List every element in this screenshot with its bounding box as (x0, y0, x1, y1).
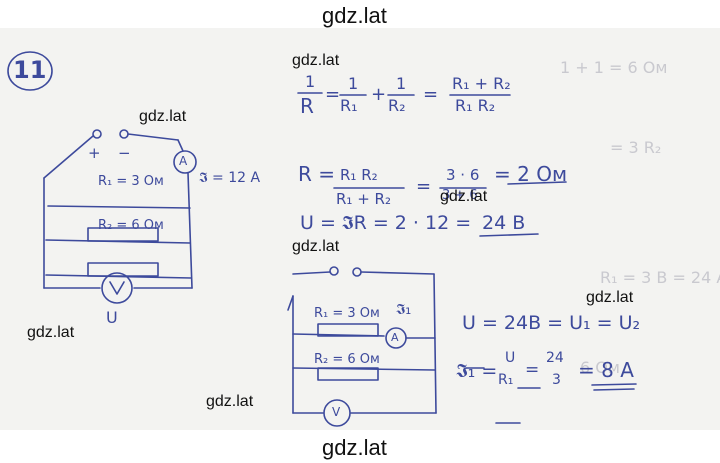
wire-right (187, 172, 193, 289)
watermark: gdz.lat (27, 324, 75, 341)
wire-top (127, 133, 179, 141)
eq1-t2-num: 1 (396, 74, 407, 93)
voltmeter-label-2: V (332, 405, 341, 419)
ammeter-label: A (179, 154, 188, 168)
resistor-r2-2 (317, 367, 379, 381)
circuit-drawings (7, 51, 637, 427)
voltage-label: U (106, 308, 118, 327)
eq3-expression: U = 𝕴R = 2 · 12 = (300, 212, 472, 234)
eq1-rhs-num: R₁ + R₂ (452, 74, 511, 93)
eq5-f1-den: R₁ (498, 372, 514, 388)
eq1-lhs-num: 1 (305, 72, 316, 91)
resistor-r1-2 (317, 323, 379, 337)
terminal-left (329, 266, 339, 276)
watermark: gdz.lat (586, 289, 634, 306)
eq1-t1-den: R₁ (340, 96, 358, 115)
eq1-lhs-den: R (300, 94, 314, 118)
current-label: 𝕴 = 12 A (199, 170, 261, 186)
eq1-t2-den: R₂ (388, 96, 406, 115)
terminal-minus (119, 129, 129, 139)
watermark: gdz.lat (440, 188, 488, 205)
ammeter-1 (173, 150, 197, 174)
terminal-plus (92, 129, 102, 139)
wire-right-2 (433, 273, 437, 414)
eq2-f2-num: 3 · 6 (446, 166, 480, 184)
watermark: gdz.lat (139, 108, 187, 125)
eq5-f2-den: 3 (552, 372, 561, 388)
eq4: U = 24B = U₁ = U₂ (462, 312, 641, 334)
watermark-top: gdz.lat (322, 3, 387, 28)
eq5-f1-num: U (505, 350, 516, 366)
switch-lever (43, 135, 94, 179)
i1-label: 𝕴₁ (396, 300, 412, 318)
bleed-through-text: R₁ = 3 В = 24 A (600, 268, 720, 287)
plus-sign: + (88, 144, 101, 162)
eq2-result: = 2 Ом (494, 162, 568, 186)
bleed-through-text: 1 + 1 = 6 Ом (560, 58, 668, 77)
branch-top (47, 205, 191, 209)
resistor-r1 (87, 227, 159, 242)
eq1-rhs-den: R₁ R₂ (455, 96, 496, 115)
eq2-lhs: R = (298, 162, 336, 186)
r1-label: R₁ = 3 Ом (98, 174, 164, 189)
r2-label-2: R₂ = 6 Ом (314, 352, 380, 367)
watermark: gdz.lat (292, 52, 340, 69)
eq1-plus: + (371, 84, 387, 105)
bleed-through-text: = 3 R₂ (610, 138, 662, 157)
ammeter-label-2: A (391, 331, 399, 344)
eq2-equals: = (416, 176, 432, 197)
eq5-lhs: 𝕴₁ = (456, 360, 498, 382)
r1-label-2: R₁ = 3 Ом (314, 306, 380, 321)
eq1-t1-num: 1 (348, 74, 359, 93)
switch-lever-2 (287, 295, 294, 311)
voltmeter-1 (101, 272, 133, 304)
branch-mid-2 (292, 367, 436, 371)
eq2-f1-num: R₁ R₂ (340, 166, 378, 184)
watermark: gdz.lat (206, 393, 254, 410)
r2-label: R₂ = 6 Ом (98, 218, 164, 233)
notebook-page: 1 + 1 = 6 Ом = 3 R₂ R₁ = 3 В = 24 A 6 Ом (0, 28, 720, 430)
resistor-r2 (87, 262, 159, 277)
eq5-result: = 8 A (578, 358, 634, 382)
watermark: gdz.lat (292, 238, 340, 255)
eq1-equals: = (325, 84, 341, 105)
voltmeter-2 (323, 399, 351, 427)
terminal-right (352, 267, 362, 277)
minus-sign: − (118, 144, 131, 162)
eq2-f2-den: 3 + 6 (442, 188, 478, 203)
eq2-f1-den: R₁ + R₂ (336, 190, 391, 208)
eq5-f2-num: 24 (546, 350, 564, 366)
eq1-equals-2: = (423, 84, 439, 105)
eq3-result: 24 B (482, 212, 526, 234)
watermark-bottom: gdz.lat (322, 435, 387, 460)
problem-number: 11 (13, 56, 47, 84)
problem-number-circle (7, 51, 53, 91)
bleed-through-text: 6 Ом (580, 358, 620, 377)
eq5-equals: = (525, 360, 540, 380)
